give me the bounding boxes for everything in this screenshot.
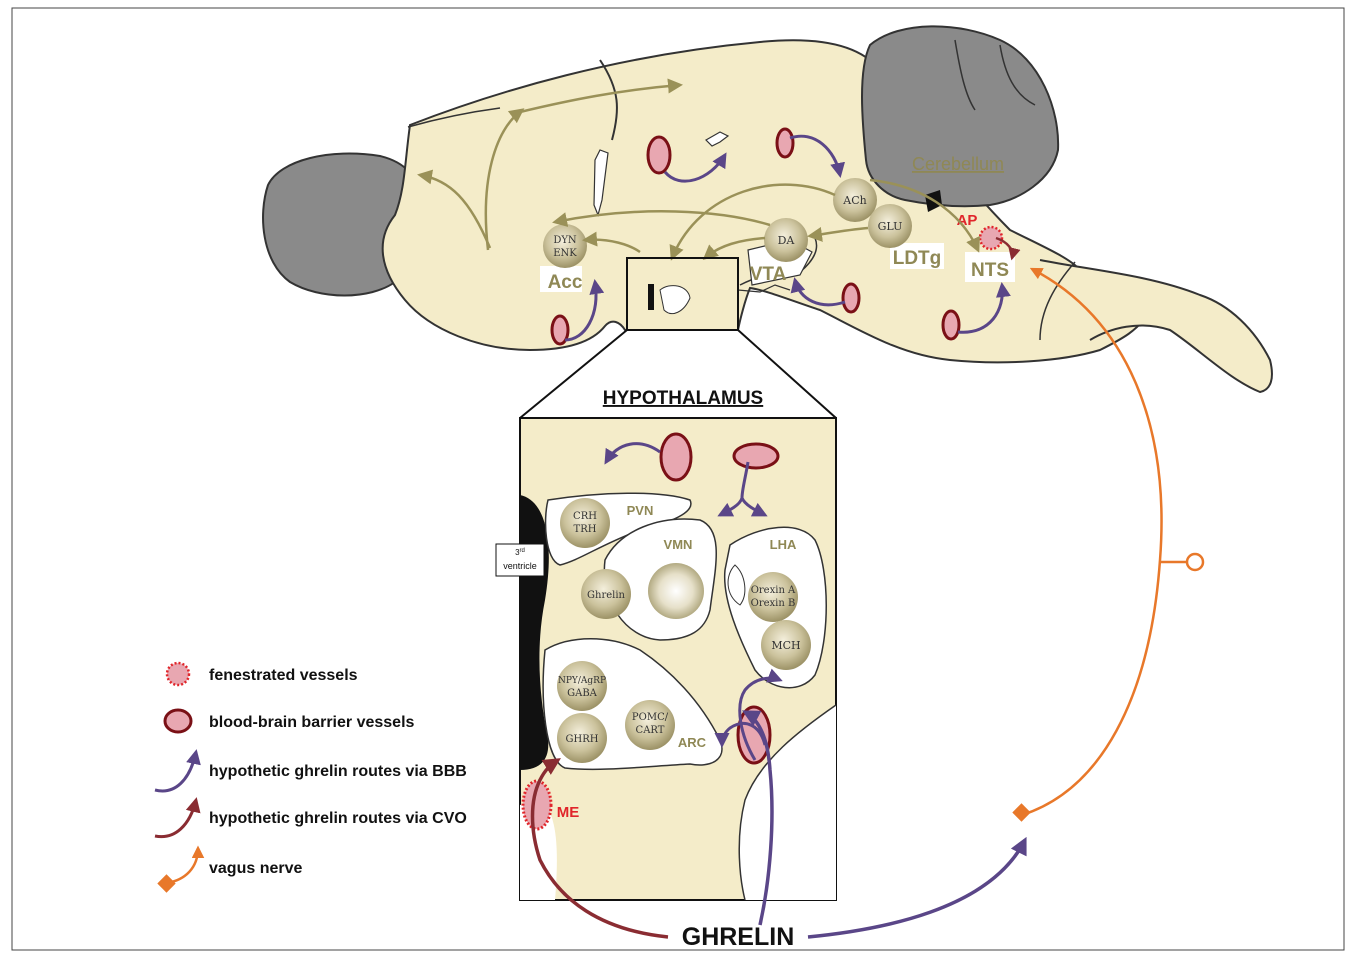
legend: fenestrated vessels blood-brain barrier …	[155, 663, 467, 893]
bbb-route-legend-icon	[155, 752, 196, 791]
me-label: ME	[557, 804, 580, 821]
arc-label: ARC	[678, 735, 707, 750]
ghrelin-nucleus-label: Ghrelin	[587, 590, 626, 601]
pomc-label: POMC/	[632, 712, 669, 723]
lha-label: LHA	[770, 537, 797, 552]
crh-label: CRH	[573, 511, 597, 522]
vagus-diamond	[1012, 803, 1030, 821]
ldtg-label: LDTg	[893, 248, 942, 269]
nts-label: NTS	[971, 260, 1009, 281]
bbb-vessel	[777, 129, 793, 157]
vagus-terminal	[1187, 554, 1203, 570]
vagus-legend-diamond	[157, 874, 175, 892]
crh-trh-nucleus	[560, 498, 610, 548]
vagus-legend-icon	[167, 848, 198, 883]
npy-label: NPY/AgRP	[558, 676, 606, 686]
vmn-label: VMN	[664, 537, 693, 552]
brain-sagittal: Cerebellum Acc VTA LDTg NTS AP DYN ENK D…	[263, 26, 1272, 392]
bbb-route-arrow	[808, 840, 1025, 937]
pvn-label: PVN	[627, 503, 654, 518]
acc-label: Acc	[548, 272, 583, 293]
hypothalamus-title: HYPOTHALAMUS	[603, 388, 763, 409]
legend-label: vagus nerve	[209, 860, 302, 877]
cerebellum-region	[862, 26, 1058, 206]
bbb-vessel	[661, 434, 691, 480]
orexin-b-label: Orexin B	[751, 598, 796, 609]
bbb-vessel	[843, 284, 859, 312]
npy-gaba-nucleus	[557, 661, 607, 711]
glu-label: GLU	[878, 220, 903, 233]
bbb-vessel	[734, 444, 778, 468]
gaba-label: GABA	[567, 688, 598, 699]
ach-label: ACh	[842, 194, 866, 207]
mch-label: MCH	[771, 639, 800, 652]
bbb-legend-icon	[165, 710, 191, 732]
ventricle-sup: rd	[520, 548, 525, 554]
legend-label: fenestrated vessels	[209, 667, 358, 684]
trh-label: TRH	[574, 524, 597, 535]
fenestrated-legend-icon	[167, 663, 189, 685]
cvo-route-legend-icon	[155, 800, 196, 837]
legend-label: hypothetic ghrelin routes via CVO	[209, 810, 467, 827]
ghrelin-label: GHRELIN	[682, 923, 795, 951]
vmn-nucleus	[648, 563, 704, 619]
legend-label: blood-brain barrier vessels	[209, 714, 415, 731]
da-label: DA	[778, 234, 796, 247]
ventricle-word: ventricle	[503, 561, 537, 571]
orexin-a-label: Orexin A	[751, 585, 796, 596]
dyn-enk-nucleus	[543, 224, 587, 268]
mini-ventricle	[648, 284, 654, 310]
cerebellum-label: Cerebellum	[912, 154, 1004, 174]
legend-label: hypothetic ghrelin routes via BBB	[209, 763, 467, 780]
orexin-nucleus	[748, 572, 798, 622]
bbb-vessel	[943, 311, 959, 339]
ghrh-label: GHRH	[566, 734, 599, 745]
vta-label: VTA	[750, 264, 787, 285]
hypothalamus-inset: HYPOTHALAMUS 3rd ventricle PVN VMN LHA A…	[496, 388, 836, 900]
cart-label: CART	[636, 725, 665, 736]
bbb-vessel	[648, 137, 670, 173]
dyn-label: DYN	[553, 235, 577, 246]
enk-label: ENK	[553, 248, 577, 259]
